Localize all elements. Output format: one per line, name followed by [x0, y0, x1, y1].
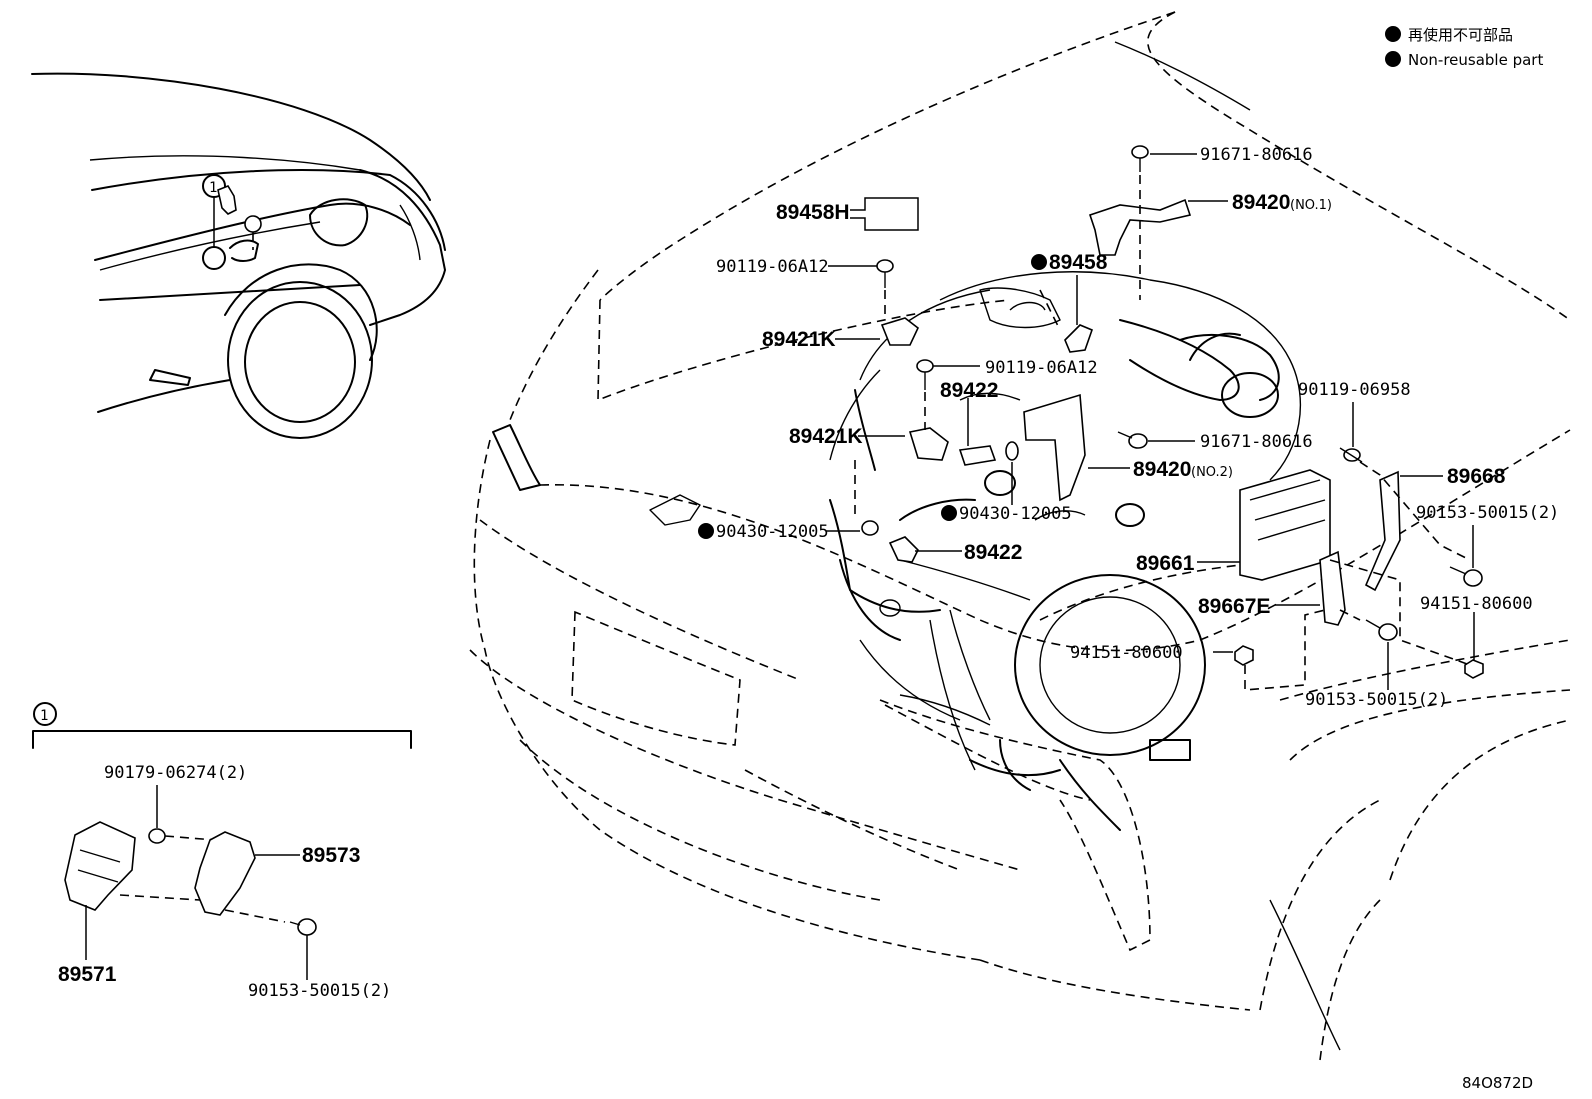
- inset-detail: 1 90179-06274(2) 89573 90153-50015(2) 89…: [32, 702, 412, 1001]
- callout-89422-a: 89422: [940, 379, 998, 402]
- o-ring-shape: [244, 215, 262, 233]
- bolt-shape: [916, 359, 934, 390]
- inset-ref-number: 1: [40, 708, 48, 724]
- callout-90179-06274: 90179-06274(2): [104, 763, 247, 783]
- callout-90153-50015-inset: 90153-50015(2): [248, 981, 391, 1001]
- callout-89573: 89573: [302, 844, 360, 867]
- non-reusable-dot-icon: [941, 505, 957, 521]
- gasket-shape: [861, 520, 879, 536]
- non-reusable-dot-icon: [698, 523, 714, 539]
- legend-dot-icon: [1385, 26, 1401, 42]
- bracket-89573-shape: [194, 831, 256, 916]
- legend: 再使用不可部品 Non-reusable part: [1385, 26, 1543, 69]
- sensor-89421K-b-shape: [908, 427, 949, 461]
- nut-shape: [1234, 645, 1254, 666]
- legend-label-jp: 再使用不可部品: [1408, 26, 1513, 44]
- callout-89420-no1: 89420: [1232, 191, 1290, 214]
- callout-90430-12005-a: 90430-12005: [716, 522, 829, 542]
- bolt-shape: [1339, 447, 1363, 463]
- bolt-shape: [876, 259, 894, 288]
- bolt-shape: [1117, 431, 1148, 449]
- callout-94151-80600-a: 94151-80600: [1420, 594, 1533, 614]
- callout-89421K-a: 89421K: [762, 328, 836, 351]
- non-reusable-dot-icon: [1031, 254, 1047, 270]
- callout-89667E: 89667E: [1198, 595, 1270, 618]
- callout-89458H: 89458H: [776, 201, 850, 224]
- callout-89458: 89458: [1049, 251, 1108, 274]
- sensor-89422-b-shape: [888, 536, 919, 563]
- bracket-89668-shape: [1364, 470, 1401, 592]
- callout-89661: 89661: [1136, 552, 1195, 575]
- bracket-89667E-shape: [1319, 550, 1346, 626]
- ecu-89661-shape: [1239, 469, 1331, 581]
- legend-label-en: Non-reusable part: [1408, 51, 1543, 69]
- callout-89571: 89571: [58, 963, 117, 986]
- sensor-89420-no2-shape: [1023, 393, 1086, 502]
- callout-89668: 89668: [1447, 465, 1506, 488]
- sensor-89421K-a-shape: [880, 317, 919, 346]
- callout-89420-no2-suffix: (NO.2): [1191, 465, 1233, 480]
- sensor-89420-no1-shape: [1088, 198, 1192, 256]
- callout-89421K-b: 89421K: [789, 425, 863, 448]
- callout-labels: 89458H 91671-80616 89420 (NO.1) 90119-06…: [698, 145, 1559, 710]
- callout-94151-80600-b: 94151-80600: [1070, 643, 1183, 663]
- callout-89420-no1-suffix: (NO.1): [1290, 198, 1332, 213]
- callout-91671-80616-a: 91671-80616: [1200, 145, 1313, 165]
- sensor-89458H-shape: [217, 185, 237, 215]
- parts-shapes: [217, 145, 1484, 679]
- nut-shape: [1464, 659, 1484, 679]
- callout-90430-12005-b: 90430-12005: [959, 504, 1072, 524]
- legend-dot-icon: [1385, 51, 1401, 67]
- engine-assembly: [829, 271, 1302, 831]
- front-vehicle-illustration: [469, 11, 1571, 1061]
- callout-90119-06A12-b: 90119-06A12: [985, 358, 1098, 378]
- sensor-89422-a-shape: [958, 445, 997, 466]
- sensor-89458-shape: [1064, 324, 1094, 353]
- callout-91671-80616-b: 91671-80616: [1200, 432, 1313, 452]
- callout-90153-50015-a: 90153-50015(2): [1416, 503, 1559, 523]
- callout-90119-06958: 90119-06958: [1298, 380, 1411, 400]
- bolt-shape: [1365, 619, 1398, 641]
- ecu-89571-shape: [64, 821, 136, 911]
- callout-90119-06A12-a: 90119-06A12: [716, 257, 829, 277]
- diagram-code: 84O872D: [1462, 1074, 1533, 1092]
- bolt-shape: [1131, 145, 1149, 172]
- callout-89420-no2: 89420: [1133, 458, 1191, 481]
- rear-quarter-illustration: 1: [31, 72, 446, 439]
- nut-shape: [148, 828, 166, 844]
- leader-lines: [826, 153, 1475, 690]
- bolt-shape: [1449, 566, 1483, 587]
- callout-90153-50015-b: 90153-50015(2): [1305, 690, 1448, 710]
- bolt-shape: [297, 918, 317, 936]
- dashed-guides: [252, 175, 1471, 691]
- gasket-shape: [1005, 441, 1019, 461]
- ref-number-1: 1: [209, 180, 217, 196]
- callout-89422-b: 89422: [964, 541, 1022, 564]
